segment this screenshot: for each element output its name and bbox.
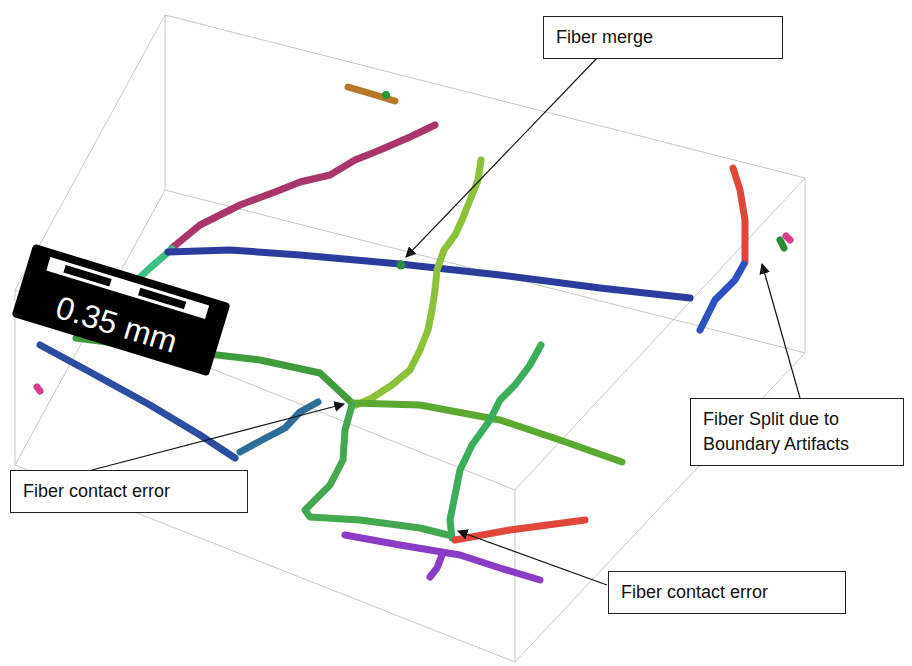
callout-box: Fiber contact error (608, 571, 846, 614)
callout-text: Fiber Split due to Boundary Artifacts (703, 407, 891, 457)
callout-text: Fiber contact error (23, 479, 235, 504)
callout-box: Fiber Split due to Boundary Artifacts (690, 398, 904, 466)
callout-text: Fiber contact error (621, 580, 833, 605)
callout-box: Fiber merge (543, 16, 783, 59)
callout-text: Fiber merge (556, 25, 770, 50)
callout-box: Fiber contact error (10, 470, 248, 513)
scale-bar: 0.35 mm (11, 244, 230, 377)
